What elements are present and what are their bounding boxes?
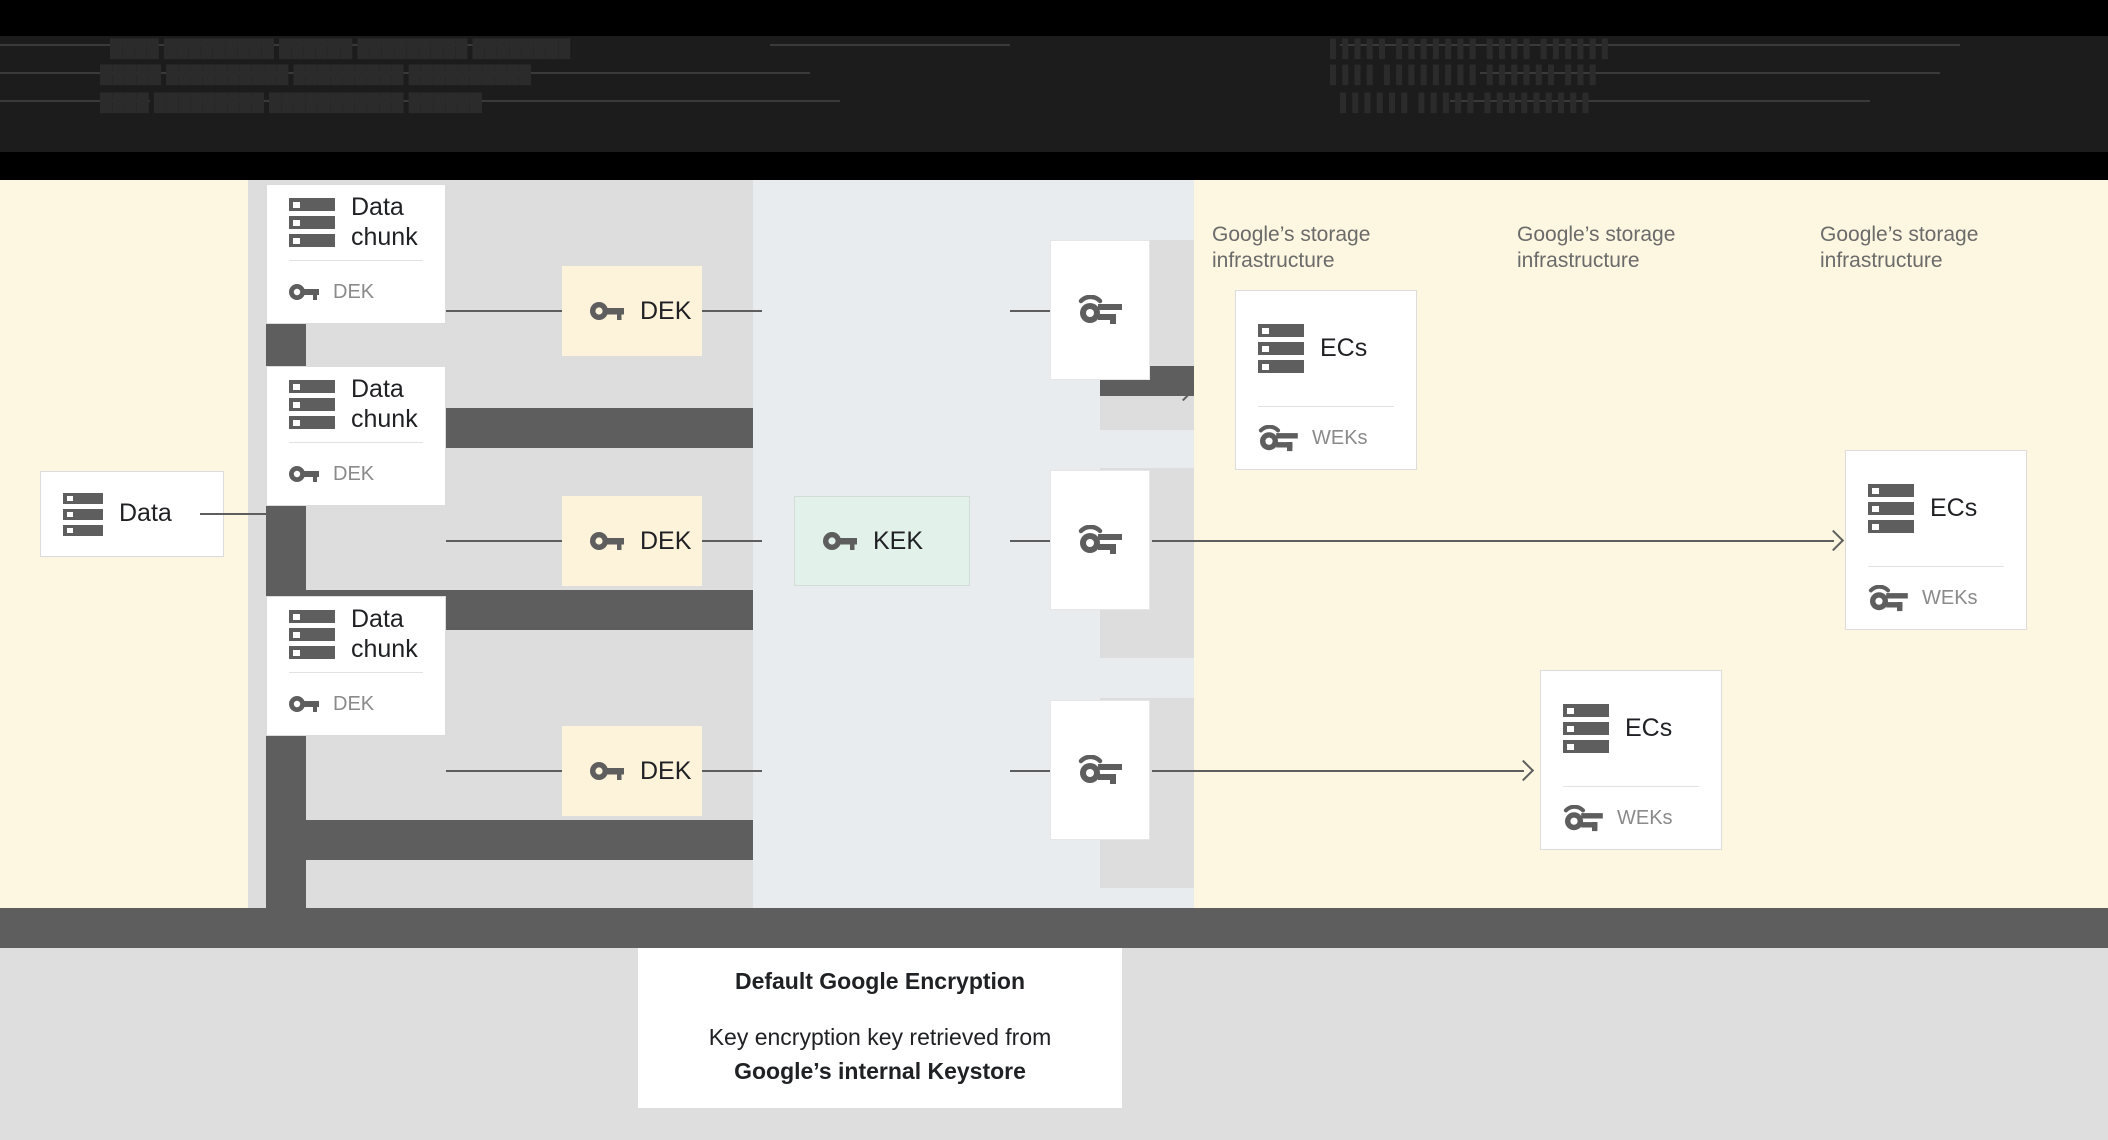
- storage-infrastructure-label-2: Google’s storage infrastructure: [1517, 223, 1676, 272]
- toolbar-text-line-1: ████ █████████ ██████ █████████ ████████: [110, 39, 571, 58]
- ecs-card-title: ECs: [1625, 713, 1673, 742]
- kek-box[interactable]: KEK: [794, 496, 970, 586]
- caption-body: Key encryption key retrieved from Google…: [709, 1021, 1052, 1088]
- data-chunk-key-label: DEK: [333, 462, 375, 485]
- data-chunk-key-label: DEK: [333, 280, 375, 303]
- connector-to-wek-3: [1010, 770, 1052, 772]
- storage-server-icon: [1868, 484, 1914, 533]
- toolbar-text-line-1b: ▌▌▌▌▌ ▌▌▌▌▌▌▌ ▌▌▌▌ ▌▌▌▌▌▌: [1330, 39, 1615, 58]
- connector-dek1-out: [702, 310, 762, 312]
- ecs-card-2[interactable]: ECs WEKs: [1845, 450, 2027, 630]
- arrow-line-2: [1152, 540, 1834, 542]
- kek-box-label: KEK: [873, 526, 924, 555]
- trunk-branch-bar-3: [266, 820, 753, 860]
- caption-title: Default Google Encryption: [734, 968, 1026, 995]
- data-chunk-title: Data chunk: [351, 605, 418, 663]
- toolbar-text-line-2: █████ ██████████ █████████ ██████████: [100, 65, 532, 84]
- ecs-card-3[interactable]: ECs WEKs: [1540, 670, 1722, 850]
- ecs-card-key-label: WEKs: [1922, 586, 1978, 609]
- wek-key-box-1[interactable]: [1050, 240, 1150, 380]
- card-divider: [289, 442, 423, 443]
- dek-box-2[interactable]: DEK: [562, 496, 702, 586]
- dek-box-label: DEK: [640, 296, 692, 325]
- toolbar-text-line-3b: ▌▌▌▌▌▌ ▌▌▌▌▌ ▌▌▌▌▌▌▌▌▌: [1340, 93, 1595, 112]
- connector-kek-to-wek-2: [1010, 540, 1052, 542]
- ecs-card-key-label: WEKs: [1617, 806, 1673, 829]
- data-source-title: Data: [119, 499, 172, 528]
- card-divider: [1868, 566, 2004, 567]
- storage-infrastructure-label-1: Google’s storage infrastructure: [1212, 223, 1371, 272]
- data-chunk-card-2[interactable]: Data chunk DEK: [266, 366, 446, 506]
- diagram-canvas: Data Data chunk DEK: [0, 180, 2108, 1140]
- bottom-dark-band: [0, 908, 2108, 948]
- caption-card: Default Google Encryption Key encryption…: [638, 948, 1122, 1108]
- connector-to-wek-1: [1010, 310, 1052, 312]
- storage-server-icon: [289, 380, 335, 429]
- connector-chunk3-to-dek3: [446, 770, 562, 772]
- toolbar-obscured-content: ████ █████████ ██████ █████████ ████████…: [0, 36, 2108, 152]
- storage-server-icon: [289, 198, 335, 247]
- wek-key-box-2[interactable]: [1050, 470, 1150, 610]
- connector-dek2-out: [702, 540, 762, 542]
- data-chunk-title: Data chunk: [351, 193, 418, 251]
- card-divider: [289, 672, 423, 673]
- storage-server-icon: [63, 492, 103, 536]
- storage-server-icon: [289, 610, 335, 659]
- arrow-line-1: [1140, 390, 1182, 392]
- connector-chunk2-to-dek2: [446, 540, 562, 542]
- ecs-card-key-label: WEKs: [1312, 426, 1368, 449]
- arrow-line-3: [1152, 770, 1524, 772]
- connector-chunk1-to-dek1: [446, 310, 562, 312]
- wrapped-key-icon: [1258, 424, 1298, 451]
- storage-infrastructure-label-3: Google’s storage infrastructure: [1820, 223, 1979, 272]
- key-icon: [590, 532, 624, 550]
- wek-key-box-3[interactable]: [1050, 700, 1150, 840]
- card-divider: [289, 260, 423, 261]
- key-icon: [289, 466, 319, 482]
- toolbar-text-line-3: ████ █████████ ███████████ ██████: [100, 93, 483, 112]
- data-chunk-card-3[interactable]: Data chunk DEK: [266, 596, 446, 736]
- key-icon: [823, 532, 857, 550]
- connector-data-to-trunk: [200, 513, 270, 515]
- wrapped-key-icon: [1078, 295, 1122, 324]
- ecs-card-title: ECs: [1320, 333, 1368, 362]
- key-icon: [289, 284, 319, 300]
- ecs-card-title: ECs: [1930, 493, 1978, 522]
- dek-box-3[interactable]: DEK: [562, 726, 702, 816]
- data-chunk-card-1[interactable]: Data chunk DEK: [266, 184, 446, 324]
- data-chunk-key-label: DEK: [333, 692, 375, 715]
- caption-body-line-2: Google’s internal Keystore: [734, 1057, 1026, 1084]
- storage-server-icon: [1258, 324, 1304, 373]
- wrapped-key-icon: [1563, 804, 1603, 831]
- wrapped-key-icon: [1078, 755, 1122, 784]
- wrapped-key-icon: [1868, 584, 1908, 611]
- wrapped-key-icon: [1078, 525, 1122, 554]
- data-chunk-title: Data chunk: [351, 375, 418, 433]
- toolbar-text-line-2b: ▌▌▌▌ ▌▌▌▌▌▌▌▌ ▌▌▌▌▌▌ ▌▌▌: [1330, 65, 1602, 84]
- data-source-card[interactable]: Data: [40, 471, 224, 557]
- top-toolbar-banner: ████ █████████ ██████ █████████ ████████…: [0, 0, 2108, 152]
- dek-box-label: DEK: [640, 526, 692, 555]
- card-divider: [1258, 406, 1394, 407]
- dek-box-label: DEK: [640, 756, 692, 785]
- card-divider: [1563, 786, 1699, 787]
- connector-dek3-out: [702, 770, 762, 772]
- key-icon: [289, 696, 319, 712]
- key-icon: [590, 302, 624, 320]
- dek-box-1[interactable]: DEK: [562, 266, 702, 356]
- ecs-card-1[interactable]: ECs WEKs: [1235, 290, 1417, 470]
- storage-server-icon: [1563, 704, 1609, 753]
- caption-body-line-1: Key encryption key retrieved from: [708, 1024, 1052, 1051]
- key-icon: [590, 762, 624, 780]
